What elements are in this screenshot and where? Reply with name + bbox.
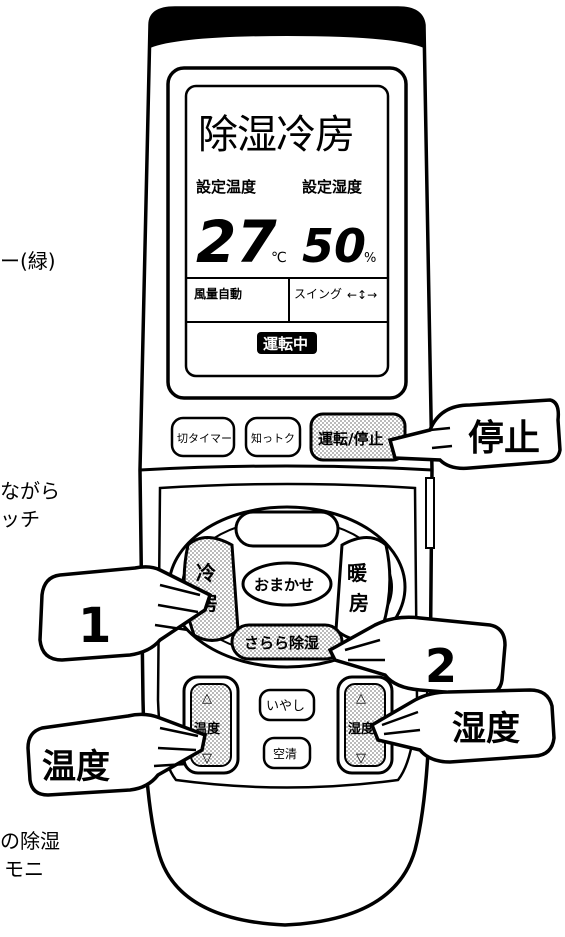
iyashi-button[interactable]: いやし bbox=[258, 688, 316, 722]
lcd-fan-label: 風量自動 bbox=[194, 286, 242, 301]
dpad-top-button[interactable] bbox=[234, 510, 340, 548]
temp-rocker[interactable]: △ 温度 ▽ bbox=[182, 675, 240, 775]
stop-callout: 停止 bbox=[387, 398, 562, 471]
lower-panel bbox=[156, 482, 419, 789]
lcd-set-humid-label: 設定湿度 bbox=[302, 178, 363, 196]
side-text-moni: モニ bbox=[4, 857, 44, 881]
humid-callout-text: 湿度 bbox=[452, 709, 520, 749]
lcd-running-label: 運転中 bbox=[263, 335, 308, 353]
lcd-temp-value: 27 bbox=[196, 208, 277, 276]
kusei-button[interactable]: 空清 bbox=[262, 736, 312, 770]
swing-arrows-icon: ←↕→ bbox=[347, 288, 377, 302]
lcd-running-badge bbox=[257, 332, 317, 354]
chitto-label: 知っトク bbox=[251, 431, 295, 445]
stop-callout-text: 停止 bbox=[468, 418, 540, 459]
side-text-chi: ッチ bbox=[0, 507, 40, 531]
run-stop-label: 運転/停止 bbox=[318, 430, 383, 448]
sarara-dehumidify-button[interactable]: さらら除湿 bbox=[230, 623, 344, 661]
lcd-swing-label: スイング bbox=[294, 287, 342, 301]
lcd-set-temp-label: 設定温度 bbox=[196, 178, 257, 196]
side-text-jyoshitsu: の除湿 bbox=[0, 829, 60, 853]
humid-rocker[interactable]: △ 湿度 ▽ bbox=[336, 675, 394, 775]
heat-label-top: 暖 bbox=[347, 561, 368, 585]
step2-callout: 2 bbox=[327, 615, 507, 697]
iyashi-label: いやし bbox=[266, 699, 305, 714]
off-timer-label: 切タイマー bbox=[177, 432, 232, 445]
humid-up-icon[interactable]: △ bbox=[356, 691, 366, 706]
body-division bbox=[139, 464, 433, 472]
humid-rocker-label: 湿度 bbox=[348, 721, 375, 737]
heat-label-bottom: 房 bbox=[349, 591, 369, 615]
side-text-green: ー(緑) bbox=[0, 249, 56, 273]
step1-callout-text: 1 bbox=[78, 598, 111, 654]
lcd-screen bbox=[184, 84, 390, 378]
sarara-label: さらら除湿 bbox=[244, 634, 319, 652]
humid-callout: 湿度 bbox=[369, 688, 556, 764]
off-timer-button[interactable]: 切タイマー bbox=[170, 416, 236, 458]
lcd-humid-unit: % bbox=[364, 251, 376, 266]
cool-label-top: 冷 bbox=[196, 561, 216, 585]
step1-callout: 1 bbox=[38, 565, 213, 662]
chitto-button[interactable]: 知っトク bbox=[244, 416, 302, 458]
run-stop-button[interactable]: 運転/停止 bbox=[309, 412, 407, 462]
omakase-label: おまかせ bbox=[254, 576, 314, 594]
lcd-temp-unit: ℃ bbox=[271, 250, 287, 266]
remote-top-cap bbox=[150, 8, 424, 48]
temp-callout-text: 温度 bbox=[42, 747, 110, 787]
omakase-button[interactable]: おまかせ bbox=[241, 561, 333, 607]
kusei-label: 空清 bbox=[273, 747, 297, 761]
humid-down-icon[interactable]: ▽ bbox=[356, 751, 366, 766]
step2-callout-text: 2 bbox=[425, 639, 457, 693]
lcd-humid-value: 50 bbox=[302, 219, 366, 273]
temp-down-icon[interactable]: ▽ bbox=[202, 751, 212, 766]
temp-up-icon[interactable]: △ bbox=[202, 691, 212, 706]
lcd-mode-title: 除湿冷房 bbox=[198, 112, 354, 158]
side-text-nagara: ながら bbox=[0, 479, 60, 503]
temp-callout: 温度 bbox=[26, 712, 208, 797]
